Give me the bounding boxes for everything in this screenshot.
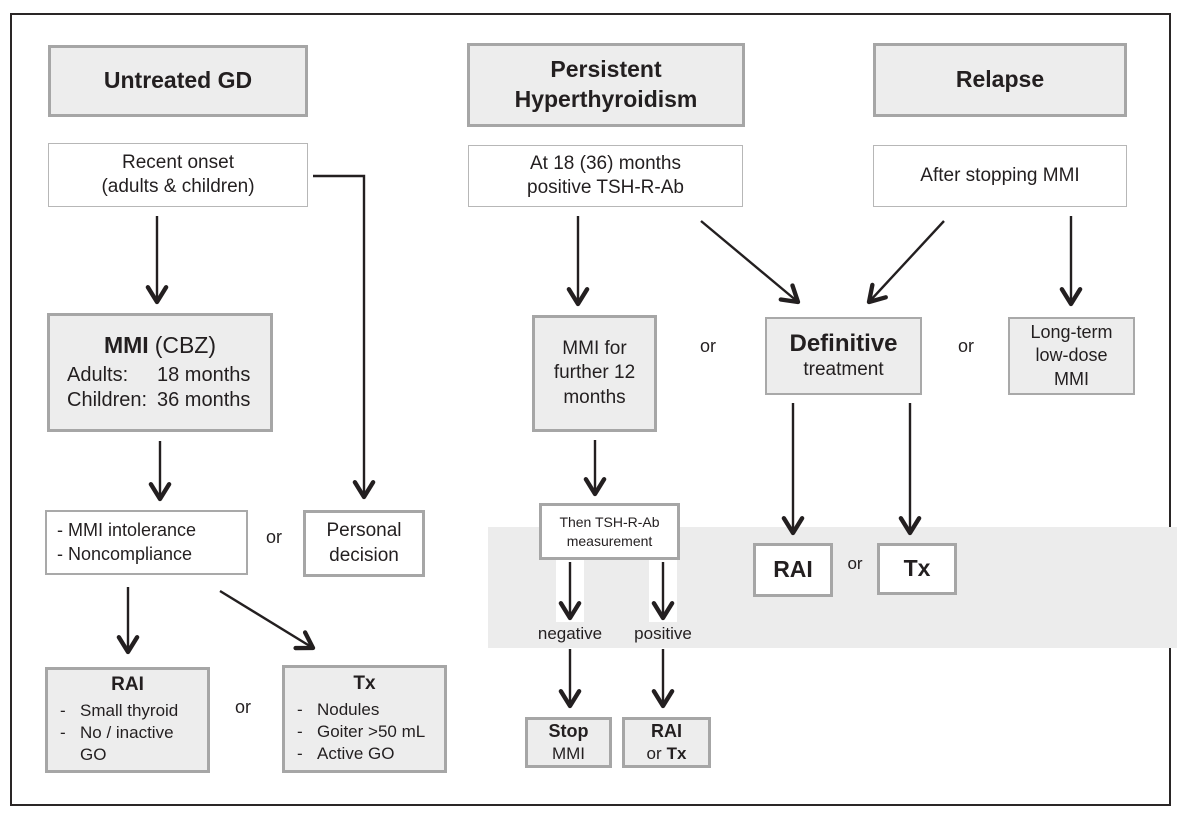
node-line: MMI for <box>562 338 627 360</box>
header-label: Hyperthyroidism <box>514 86 698 112</box>
node-title: Tx <box>903 555 931 582</box>
node-line: MMI <box>551 744 586 764</box>
label-positive: positive <box>634 624 692 643</box>
label-negative: negative <box>537 624 603 643</box>
label-or: or <box>957 336 974 356</box>
node-title-bold: Stop <box>548 721 589 742</box>
node-title-bold: Definitive <box>789 330 898 358</box>
node-line: Then TSH-R-Ab <box>559 513 660 530</box>
node-mmi-further-12-months: MMI for further 12 months <box>532 315 657 432</box>
node-recent-onset: Recent onset (adults & children) <box>48 143 308 207</box>
row-label: Adults: <box>67 363 129 386</box>
node-row-adults: Adults: 18 months <box>50 363 270 389</box>
bullet-item-wrap: GO <box>80 745 107 765</box>
node-rai-outcome: RAI <box>753 543 833 597</box>
row-label: Children: <box>67 389 148 412</box>
node-line: positive TSH-R-Ab <box>527 177 684 198</box>
node-line: measurement <box>566 532 653 549</box>
node-stop-mmi: Stop MMI <box>525 717 612 768</box>
node-line: further 12 <box>553 362 636 384</box>
node-line: - Noncompliance <box>57 543 193 564</box>
bullet-item: -Goiter >50 mL <box>297 721 426 741</box>
label-or: or <box>699 336 716 356</box>
node-mmi-cbz: MMI(CBZ) Adults: 18 months Children: 36 mo… <box>47 313 273 432</box>
node-title-bold: MMI <box>103 332 149 359</box>
node-line: Long-term <box>1030 322 1113 343</box>
node-line: treatment <box>803 358 884 380</box>
arrow-recent-onset-to-personal-decision <box>313 174 376 500</box>
node-tx-option: Tx -Nodules -Goiter >50 mL -Active GO <box>282 665 447 773</box>
bullet-item: -Small thyroid <box>60 700 179 720</box>
header-label: Persistent <box>550 56 662 83</box>
node-long-term-low-dose-mmi: Long-term low-dose MMI <box>1008 317 1135 395</box>
node-title-suffix: (CBZ) <box>154 332 217 359</box>
node-line: MMI <box>1054 368 1089 389</box>
node-title: RAI <box>111 674 144 696</box>
header-relapse: Relapse <box>873 43 1127 117</box>
node-line: After stopping MMI <box>920 164 1080 186</box>
header-untreated-gd: Untreated GD <box>48 45 308 117</box>
arrow-intolerance-to-tx <box>219 589 316 651</box>
node-line: Recent onset <box>122 151 234 173</box>
node-title: MMI(CBZ) <box>104 331 216 360</box>
header-label: Untreated GD <box>103 67 253 94</box>
label-or: or <box>234 697 251 717</box>
node-line: low-dose <box>1035 345 1108 366</box>
node-tshrab-measurement: Then TSH-R-Ab measurement <box>539 503 680 560</box>
label-or: or <box>847 554 863 573</box>
arrow-after-stopping-to-definitive <box>866 220 945 305</box>
outer-border <box>10 13 1171 806</box>
row-value: 36 months <box>157 389 251 412</box>
bullet-item: -Nodules <box>297 699 380 719</box>
node-title: RAI <box>773 556 813 583</box>
bullet-item: -Active GO <box>297 744 395 764</box>
node-title-bold: RAI <box>651 721 682 742</box>
node-tx-outcome: Tx <box>877 543 957 595</box>
bullet-item: -No / inactive <box>60 722 174 742</box>
node-at-18-months: At 18 (36) months positive TSH-R-Ab <box>468 145 743 207</box>
arrow-at18-to-definitive <box>700 220 801 305</box>
node-line: months <box>563 386 626 408</box>
node-line: - MMI intolerance <box>57 520 197 541</box>
header-label: Relapse <box>955 66 1045 93</box>
node-mmi-intolerance-noncompliance: - MMI intolerance - Noncompliance <box>45 510 248 575</box>
label-or: or <box>265 527 282 547</box>
node-line: At 18 (36) months <box>529 152 682 174</box>
header-persistent-hyperthyroidism: Persistent Hyperthyroidism <box>467 43 745 127</box>
node-title: Tx <box>353 673 376 695</box>
node-line: (adults & children) <box>101 176 255 197</box>
node-definitive-treatment: Definitive treatment <box>765 317 922 395</box>
node-after-stopping-mmi: After stopping MMI <box>873 145 1127 207</box>
node-personal-decision: Personal decision <box>303 510 425 577</box>
node-rai-option: RAI -Small thyroid -No / inactive GO <box>45 667 210 773</box>
node-row-children: Children: 36 months <box>50 388 270 414</box>
node-line: decision <box>329 544 399 566</box>
row-value: 18 months <box>157 363 251 386</box>
node-line: Personal <box>326 520 402 542</box>
